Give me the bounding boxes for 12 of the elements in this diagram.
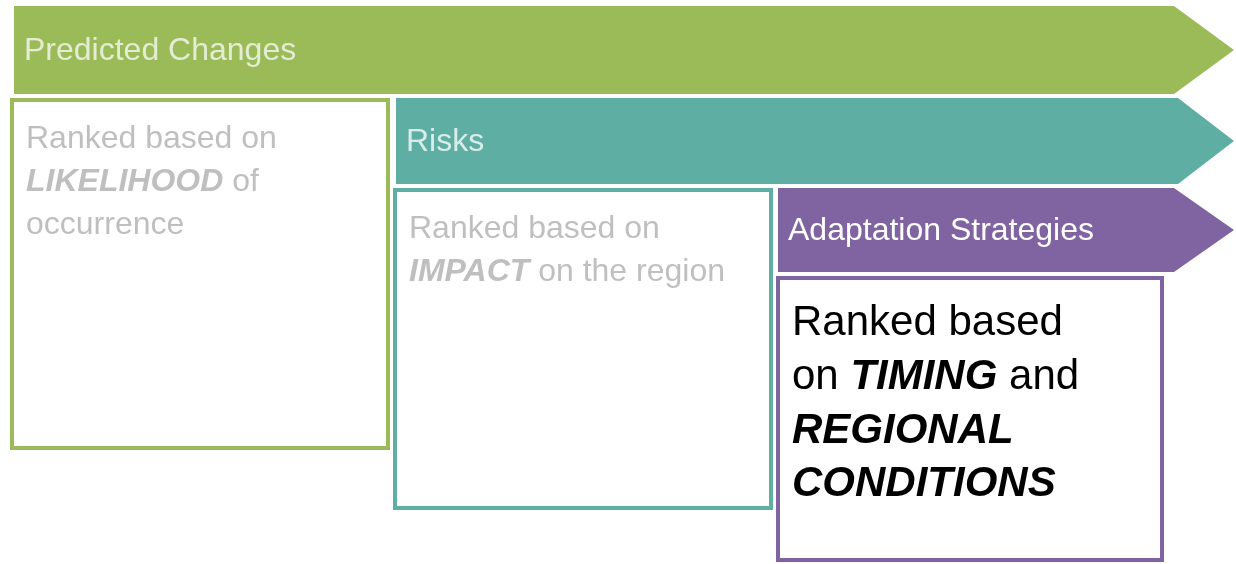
text-panel xyxy=(10,98,390,450)
text-panel xyxy=(776,276,1164,562)
text-panel xyxy=(393,188,773,510)
description: Ranked based on TIMING and REGIONAL CONDITIONS xyxy=(792,296,1081,508)
arrow-banner xyxy=(396,98,1234,184)
banner-title: Predicted Changes xyxy=(24,30,297,68)
arrow-banner xyxy=(14,6,1234,94)
arrow-banner xyxy=(778,188,1234,272)
description: Ranked based on LIKELIHOOD of occurrence xyxy=(26,118,278,244)
banner-title: Adaptation Strategies xyxy=(788,210,1094,248)
description: Ranked based on IMPACT on the region xyxy=(409,208,726,291)
banner-title: Risks xyxy=(406,121,485,159)
